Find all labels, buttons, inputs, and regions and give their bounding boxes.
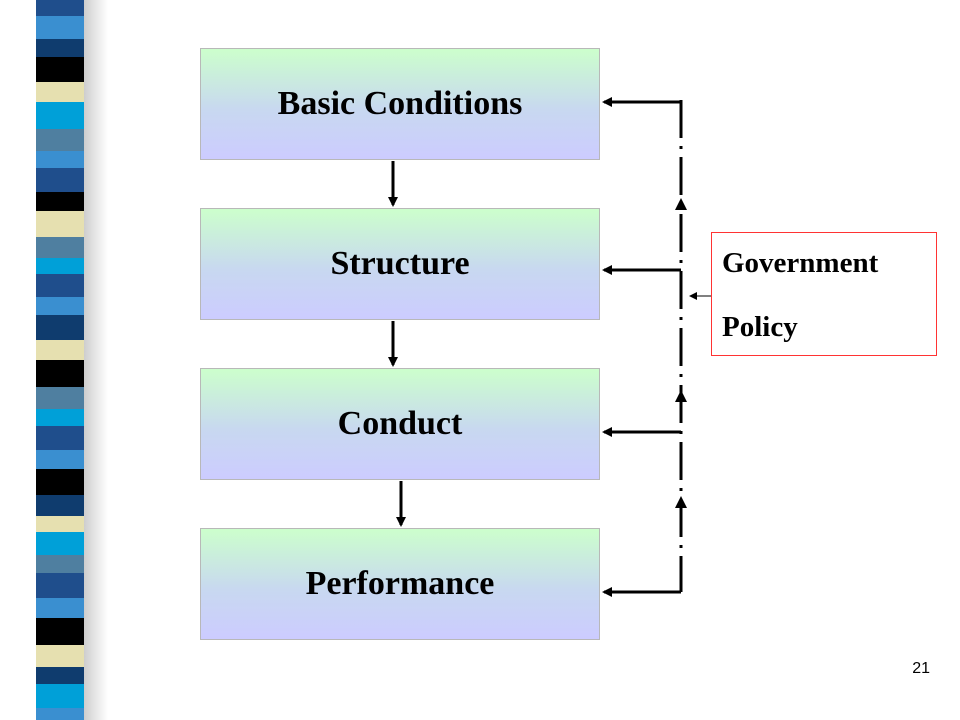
structure-label: Structure — [330, 245, 470, 282]
stripe-segment — [36, 192, 84, 211]
stripe-segment — [36, 151, 84, 168]
stripe-segment — [36, 0, 84, 16]
stripe-segment — [36, 708, 84, 720]
page-number: 21 — [912, 660, 930, 677]
feedback-up-arrow-3 — [675, 496, 687, 508]
stripe-segment — [36, 409, 84, 426]
government-policy-box: Government Policy — [711, 232, 937, 356]
stripe-segment — [36, 360, 84, 387]
stripe-segment — [36, 555, 84, 573]
stripe-segment — [36, 82, 84, 102]
stripe-segment — [36, 102, 84, 129]
basic-conditions-box: Basic Conditions — [200, 48, 600, 160]
stripe-segment — [36, 258, 84, 274]
stripe-segment — [36, 450, 84, 469]
stripe-segment — [36, 297, 84, 315]
feedback-up-arrow-1 — [675, 198, 687, 210]
stripe-segment — [36, 495, 84, 516]
stripe-segment — [36, 16, 84, 39]
stripe-segment — [36, 274, 84, 297]
stripe-segment — [36, 211, 84, 237]
stripe-segment — [36, 168, 84, 192]
stripe-segment — [36, 667, 84, 684]
stripe-segment — [36, 129, 84, 151]
feedback-up-arrow-2 — [675, 390, 687, 402]
stripe-segment — [36, 340, 84, 360]
conduct-label: Conduct — [337, 405, 463, 442]
stripe-segment — [36, 469, 84, 495]
stripe-segment — [36, 598, 84, 618]
stripe-segment — [36, 684, 84, 708]
stripe-segment — [36, 57, 84, 82]
stripe-segment — [36, 645, 84, 667]
stripe-segment — [36, 237, 84, 258]
structure-box: Structure — [200, 208, 600, 320]
basic-conditions-label: Basic Conditions — [277, 85, 523, 122]
stripe-segment — [36, 618, 84, 645]
stripe-segment — [36, 516, 84, 532]
stripe-segment — [36, 573, 84, 598]
stripe-segment — [36, 532, 84, 555]
conduct-box: Conduct — [200, 368, 600, 480]
stripe-segment — [36, 387, 84, 409]
performance-box: Performance — [200, 528, 600, 640]
performance-label: Performance — [305, 565, 495, 602]
stripe-segment — [36, 426, 84, 450]
stripe-segment — [36, 39, 84, 57]
government-policy-line2: Policy — [722, 311, 798, 343]
stripe-segment — [36, 315, 84, 340]
government-policy-line1: Government — [722, 247, 879, 279]
